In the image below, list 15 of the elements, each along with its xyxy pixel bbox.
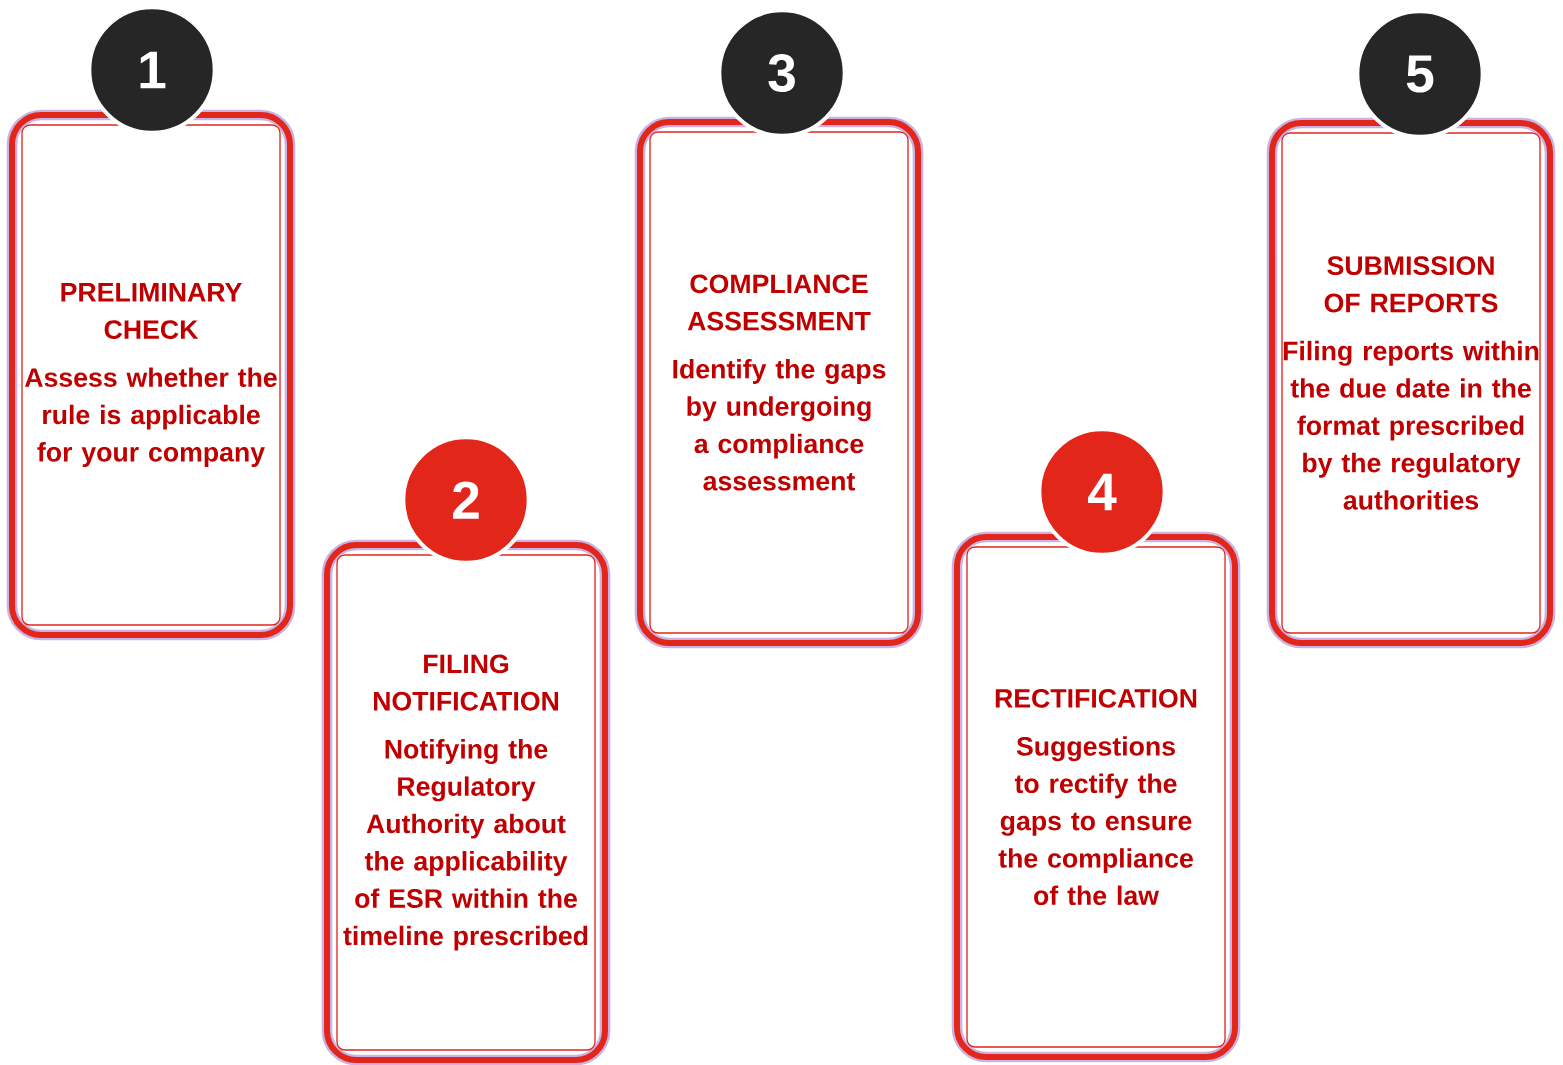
step-card [634, 116, 924, 649]
step-card [6, 109, 296, 641]
step-description: Identify the gaps by undergoing a compliance assessment [673, 359, 886, 491]
step-card [951, 531, 1241, 1063]
step-heading: FILING NOTIFICATION [373, 654, 559, 711]
step-card [321, 539, 611, 1065]
step-card [1266, 117, 1556, 649]
step-heading: COMPLIANCE ASSESSMENT [687, 274, 871, 331]
step-description: Notifying the Regulatory Authority about the applicability of ESR within the timeline prescribed [343, 739, 588, 951]
step-heading: PRELIMINARY CHECK [61, 283, 242, 339]
step-heading: SUBMISSION OF REPORTS [1324, 256, 1498, 313]
step-description: Filing reports within the due date in the format prescribed by the regulatory authorities [1283, 340, 1539, 510]
step-description: Suggestions to rectify the gaps to ensure the compliance of the law [998, 736, 1193, 906]
step-description: Assess whether the rule is applicable for your company [24, 367, 277, 467]
step-heading: RECTIFICATION [995, 688, 1197, 708]
